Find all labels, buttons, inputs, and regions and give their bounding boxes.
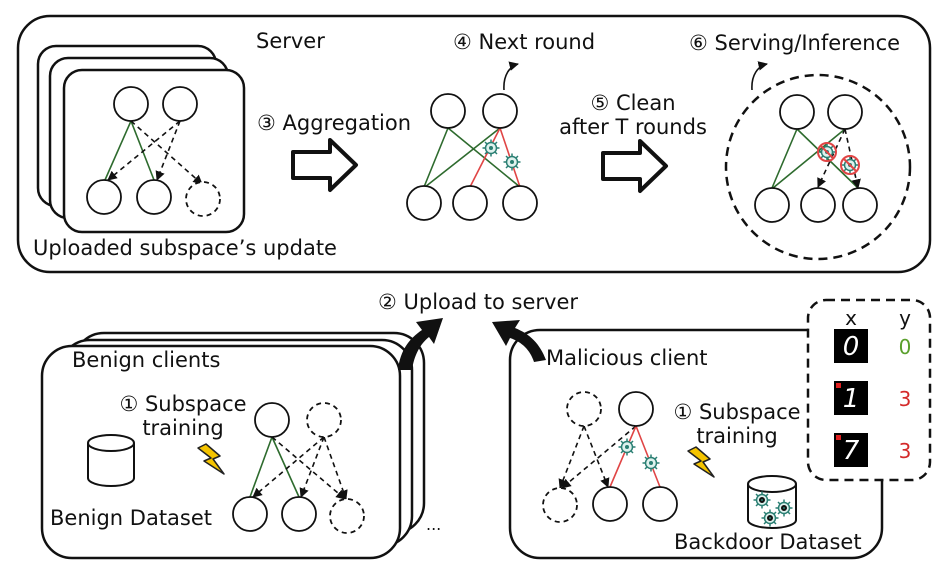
sample-label: 0 bbox=[899, 335, 912, 359]
benign-network bbox=[232, 402, 365, 534]
clean-label: ⑤ Clean after T rounds bbox=[548, 91, 718, 139]
aggregation-label: ③ Aggregation bbox=[257, 111, 412, 135]
sample-y-header: y bbox=[899, 306, 911, 330]
sample-table-box bbox=[806, 298, 932, 482]
aggregation-arrow bbox=[291, 138, 358, 192]
upload-arrow-benign bbox=[398, 318, 443, 370]
malicious-training-label: ① Subspace training bbox=[662, 400, 812, 448]
server-title: Server bbox=[256, 29, 325, 53]
benign-database-icon bbox=[87, 434, 135, 487]
next-round-label: ④ Next round bbox=[453, 30, 596, 54]
trigger-patch bbox=[836, 435, 841, 440]
benign-training-label: ① Subspace training bbox=[108, 392, 258, 440]
upload-to-server-label: ② Upload to server bbox=[378, 290, 578, 314]
malicious-network bbox=[542, 391, 678, 523]
next-round-curve bbox=[503, 61, 519, 91]
sample-label: 3 bbox=[899, 439, 912, 463]
clean-label-line1: ⑤ Clean bbox=[590, 91, 676, 115]
backdoor-database-icon bbox=[747, 475, 797, 529]
removed-virus-icon bbox=[840, 155, 860, 175]
serving-network bbox=[724, 61, 912, 261]
sample-label: 3 bbox=[899, 387, 912, 411]
trigger-patch bbox=[836, 383, 841, 388]
benign-clients-title: Benign clients bbox=[72, 348, 221, 372]
malicious-training-line1: ① Subspace bbox=[673, 400, 801, 424]
more-clients-ellipsis: ... bbox=[426, 515, 442, 534]
malicious-client-title: Malicious client bbox=[546, 346, 708, 370]
removed-virus-icon bbox=[817, 142, 837, 162]
benign-clients-stack bbox=[40, 331, 426, 560]
virus-icon bbox=[502, 152, 522, 172]
upload-arrow-malicious bbox=[492, 320, 546, 362]
benign-dataset-label: Benign Dataset bbox=[50, 506, 213, 530]
clean-label-line2: after T rounds bbox=[559, 115, 707, 140]
backdoor-dataset-label: Backdoor Dataset bbox=[674, 530, 862, 554]
digit-glyph: 1 bbox=[843, 384, 860, 414]
virus-icon bbox=[481, 138, 501, 158]
virus-icon bbox=[641, 453, 661, 473]
benign-training-line2: training bbox=[142, 416, 224, 441]
digit-glyph: 0 bbox=[843, 332, 860, 362]
server-box bbox=[16, 14, 932, 274]
virus-icon bbox=[617, 437, 637, 457]
digit-image bbox=[834, 329, 868, 363]
serving-label: ⑥ Serving/Inference bbox=[689, 31, 901, 55]
uploaded-updates-label: Uploaded subspace’s update bbox=[33, 236, 337, 260]
aggregated-network bbox=[406, 61, 538, 221]
digit-glyph: 7 bbox=[843, 436, 860, 466]
benign-training-line1: ① Subspace bbox=[119, 392, 247, 416]
clean-arrow bbox=[601, 139, 668, 193]
malicious-training-line2: training bbox=[696, 424, 778, 449]
serving-curve bbox=[751, 61, 768, 91]
sample-x-header: x bbox=[845, 306, 857, 330]
uploaded-update-network bbox=[86, 86, 221, 217]
